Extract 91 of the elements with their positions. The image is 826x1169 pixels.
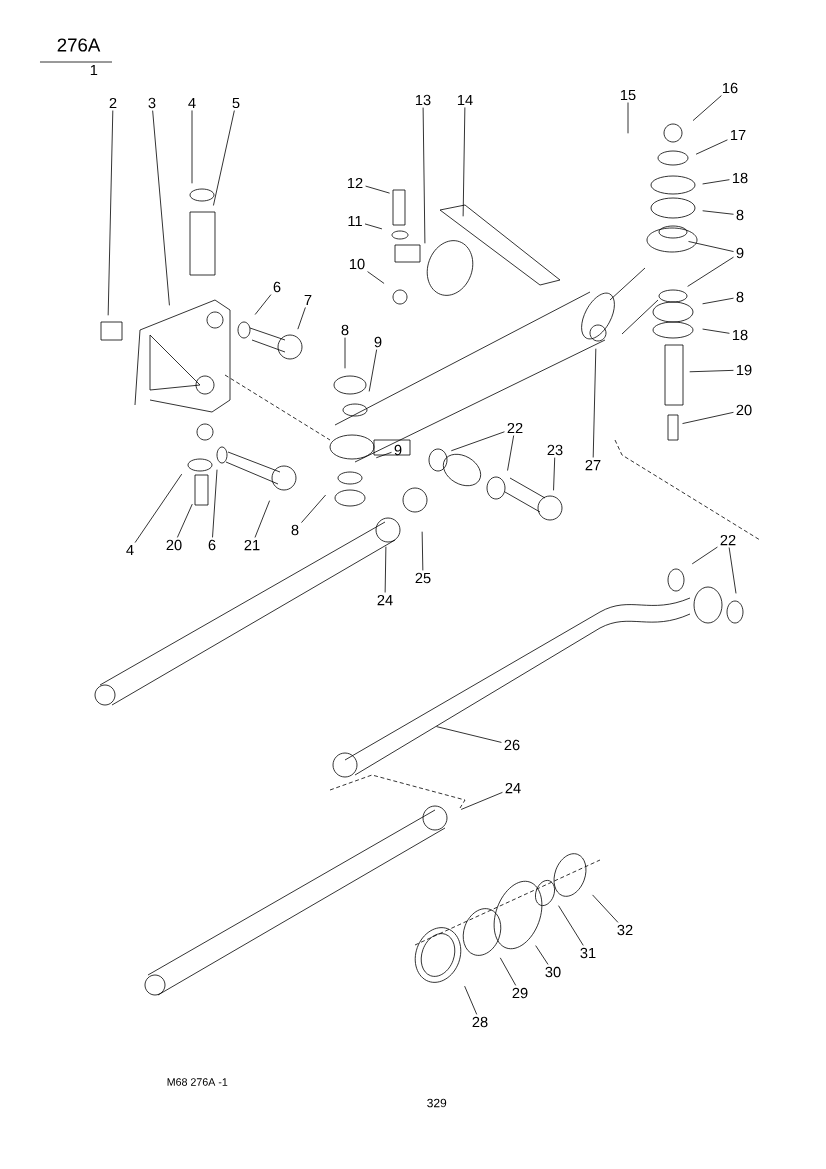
callout-number: 19 xyxy=(736,364,752,376)
leader-line xyxy=(702,328,730,334)
callout-number: 6 xyxy=(273,281,281,293)
leader-line xyxy=(702,179,730,185)
leader-line xyxy=(368,349,378,392)
callout-number: 15 xyxy=(620,89,636,101)
leader-line xyxy=(212,469,218,538)
callout-number: 8 xyxy=(736,209,744,221)
leader-line xyxy=(702,297,734,305)
leader-line xyxy=(301,494,326,523)
leader-line xyxy=(436,726,502,743)
leader-line xyxy=(592,348,597,458)
leader-line xyxy=(692,95,722,121)
leader-line xyxy=(177,503,193,538)
callout-number: 30 xyxy=(545,966,561,978)
leader-line xyxy=(728,547,737,594)
leader-line xyxy=(691,546,718,565)
callout-number: 9 xyxy=(374,336,382,348)
callout-number: 4 xyxy=(126,544,134,556)
callout-number: 8 xyxy=(291,524,299,536)
callout-number: 2 xyxy=(109,97,117,109)
leader-line xyxy=(422,107,426,244)
sheet-number: 276A xyxy=(57,38,101,52)
leader-line xyxy=(254,294,272,315)
callout-number: 14 xyxy=(457,94,473,106)
callout-number: 18 xyxy=(732,172,748,184)
leader-line xyxy=(344,337,346,369)
leader-line xyxy=(107,110,114,316)
callout-number: 17 xyxy=(730,129,746,141)
leader-line xyxy=(365,185,390,194)
leader-line xyxy=(464,985,478,1015)
leader-line xyxy=(213,110,235,206)
leader-line xyxy=(462,107,466,217)
callout-number: 16 xyxy=(722,82,738,94)
leader-line xyxy=(421,531,424,571)
callout-number: 24 xyxy=(505,782,521,794)
leader-line xyxy=(254,500,270,538)
sheet-number: 1 xyxy=(90,64,98,76)
leader-line xyxy=(682,411,734,424)
leader-line xyxy=(297,307,306,330)
callout-number: 28 xyxy=(472,1016,488,1028)
callout-number: 10 xyxy=(349,258,365,270)
leader-line xyxy=(460,791,503,810)
callout-number: 27 xyxy=(585,459,601,471)
callout-number: 18 xyxy=(732,329,748,341)
callout-number: 11 xyxy=(348,215,362,227)
callout-number: 22 xyxy=(720,534,736,546)
leader-line xyxy=(507,435,515,471)
page-number: 329 xyxy=(427,1098,447,1108)
leader-line xyxy=(535,945,549,965)
callout-number: 21 xyxy=(244,539,260,551)
callout-number: 9 xyxy=(736,247,744,259)
leader-line xyxy=(558,905,584,946)
drawing-reference: M68 276A -1 xyxy=(167,1078,228,1086)
callout-number: 26 xyxy=(504,739,520,751)
callout-number: 25 xyxy=(415,572,431,584)
leader-line xyxy=(687,256,734,287)
callout-number: 22 xyxy=(507,422,523,434)
callout-number: 29 xyxy=(512,987,528,999)
leader-line xyxy=(367,271,385,284)
leader-line xyxy=(695,139,728,155)
callout-number: 20 xyxy=(736,404,752,416)
leader-line xyxy=(450,431,505,452)
leader-line xyxy=(384,546,387,593)
callout-number: 12 xyxy=(347,177,363,189)
leader-line xyxy=(499,957,517,986)
callout-number: 20 xyxy=(166,539,182,551)
leader-line xyxy=(152,110,170,306)
callout-number: 4 xyxy=(188,97,196,109)
callout-number: 6 xyxy=(208,539,216,551)
callout-number: 3 xyxy=(148,97,156,109)
callout-number: 9 xyxy=(394,444,402,456)
leader-line xyxy=(689,369,734,373)
callout-number: 5 xyxy=(232,97,240,109)
leader-line xyxy=(134,473,183,543)
leader-line xyxy=(364,223,383,230)
leader-line xyxy=(375,451,392,459)
callout-number: 8 xyxy=(736,291,744,303)
callout-number: 7 xyxy=(304,294,312,306)
leader-line xyxy=(688,241,734,252)
leader-line xyxy=(191,110,193,184)
callout-number: 13 xyxy=(415,94,431,106)
callout-number: 24 xyxy=(377,594,393,606)
leader-line xyxy=(627,102,629,134)
callout-number: 32 xyxy=(617,924,633,936)
callout-number: 23 xyxy=(547,444,563,456)
leader-line xyxy=(553,457,556,491)
leader-line xyxy=(702,210,734,215)
callout-number: 31 xyxy=(580,947,596,959)
leader-line xyxy=(592,894,619,923)
callout-number: 8 xyxy=(341,324,349,336)
